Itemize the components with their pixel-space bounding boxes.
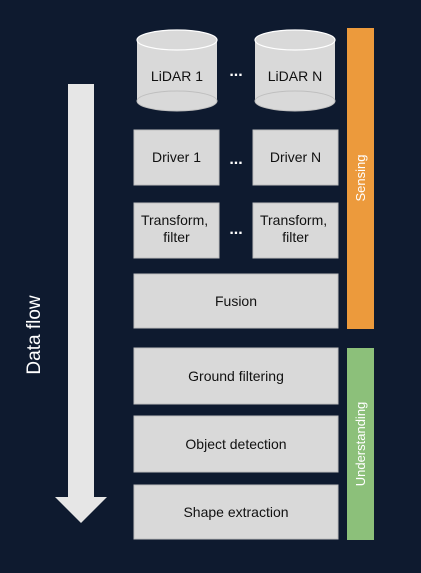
fusion-box — [133, 273, 339, 329]
sensing-group-label: Sensing — [353, 155, 368, 202]
lidar-1-label: LiDAR 1 — [151, 68, 203, 84]
object-detection-label: Object detection — [185, 436, 286, 452]
object-detection-box — [133, 415, 339, 473]
transform-1-box — [133, 202, 220, 259]
transform-ellipsis: ... — [229, 221, 242, 238]
fusion-label: Fusion — [215, 293, 257, 309]
data-flow-label: Data flow — [24, 295, 45, 374]
driver-n-box — [252, 129, 339, 186]
driver-ellipsis: ... — [229, 151, 242, 168]
transform-1-line-1: Transform, — [141, 212, 208, 228]
sensing-group-bar — [347, 28, 374, 329]
transform-n-line-2: filter — [282, 229, 309, 245]
ground-filtering-box — [133, 347, 339, 405]
driver-1-label: Driver 1 — [152, 149, 201, 165]
transform-n-label: Transform, filter — [260, 212, 331, 245]
data-flow-arrow — [55, 84, 107, 523]
lidar-n-cylinder: LiDAR N — [254, 29, 336, 112]
shape-extraction-box — [133, 484, 339, 540]
understanding-group-label: Understanding — [353, 402, 368, 487]
lidar-n-label: LiDAR N — [268, 68, 322, 84]
transform-1-label: Transform, filter — [141, 212, 212, 245]
transform-n-box — [252, 202, 339, 259]
shape-extraction-label: Shape extraction — [183, 504, 288, 520]
transform-1-line-2: filter — [163, 229, 190, 245]
transform-n-line-1: Transform, — [260, 212, 327, 228]
lidar-1-cylinder: LiDAR 1 — [136, 29, 218, 112]
understanding-group-bar — [347, 348, 374, 540]
ground-filtering-label: Ground filtering — [188, 368, 284, 384]
driver-n-label: Driver N — [270, 149, 321, 165]
driver-1-box — [133, 129, 220, 186]
lidar-ellipsis: ... — [229, 63, 242, 80]
